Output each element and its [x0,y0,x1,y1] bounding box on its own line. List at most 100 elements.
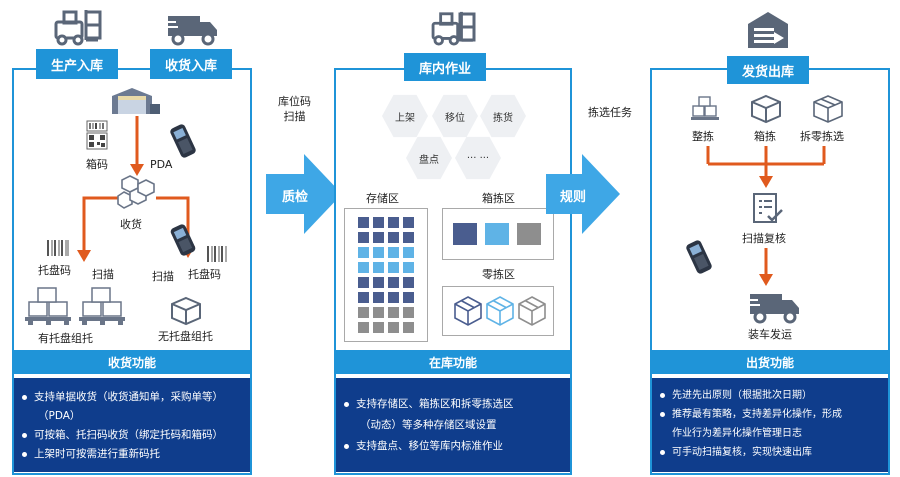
split-boxes-icon [813,95,843,123]
inbound-bullet: 上架时可按需进行重新码托 [14,445,250,464]
label-scan-review: 扫描复核 [742,232,786,245]
storage-cell [403,232,414,243]
storage-function-list: 支持存储区、箱拣区和拆零拣选区 （动态）等多种存储区域设置 支持盘点、移位等库内… [336,378,570,472]
storage-cell [373,307,384,318]
storage-cell [403,292,414,303]
label-with-pallet: 有托盘组托 [38,332,93,345]
storage-cell [358,292,369,303]
label-no-pallet: 无托盘组托 [158,330,213,343]
label-scan-right: 扫描 [152,270,174,283]
shelf-icon [458,12,476,42]
tab-production-inbound[interactable]: 生产入库 [36,49,118,79]
storage-cell [403,217,414,228]
storage-grid-cells [345,209,427,341]
label-rules: 规则 [560,190,587,205]
inbound-bullet: 支持单据收货（收货通知单，采购单等） [14,388,250,407]
label-load-ship: 装车发运 [748,328,792,341]
storage-cell [403,322,414,333]
inbound-bullet: 可按箱、托扫码收货（绑定托码和箱码） [14,426,250,445]
storage-bullet: 支持存储区、箱拣区和拆零拣选区 [336,394,570,415]
boxes-stack-icon [117,175,155,209]
storage-cell [388,322,399,333]
label-split-pick: 拆零拣选 [800,130,844,143]
loose-pick-zone [442,286,554,336]
box-icon [751,94,781,124]
warehouse-outbound-icon [748,12,788,48]
label-pick-task: 拣选任务 [588,106,632,119]
storage-function-title: 在库功能 [336,350,570,374]
pda-scanner-icon [686,240,712,274]
storage-cell [403,277,414,288]
storage-cell [373,322,384,333]
outbound-bullet: 先进先出原则（根据批次日期） [652,386,888,405]
box-pick-zone [442,208,554,260]
storage-cell [358,322,369,333]
inbound-function-list: 支持单据收货（收货通知单，采购单等） （PDA） 可按箱、托扫码收货（绑定托码和… [14,378,250,472]
label-location-scan: 库位码 扫描 [278,95,311,123]
label-box-pick-zone: 箱拣区 [482,192,515,205]
storage-zone-grid [344,208,428,342]
label-pallet-code-right: 托盘码 [188,268,221,281]
label-storage-zone: 存储区 [366,192,399,205]
storage-cell [403,247,414,258]
storage-cell [373,232,384,243]
outbound-bullet: 可手动扫描复核，实现快速出库 [652,443,888,462]
shelf-icon [84,10,102,40]
box-icon [171,296,201,326]
storage-cell [388,292,399,303]
tab-in-warehouse-operations[interactable]: 库内作业 [404,53,486,81]
storage-bullet: 支持盘点、移位等库内标准作业 [336,436,570,457]
storage-cell [388,262,399,273]
storage-cell [358,247,369,258]
pallet-boxes-icon [691,96,719,120]
storage-cell [388,232,399,243]
barcode-icon [207,246,227,262]
storage-cell [388,307,399,318]
delivery-truck-icon [744,294,799,324]
storage-cell [388,217,399,228]
forklift-icon [54,10,98,46]
tab-shipping-outbound[interactable]: 发货出库 [727,56,809,84]
storage-cell [358,232,369,243]
storage-cell [388,277,399,288]
outbound-flow-arrows [706,146,826,286]
label-pda: PDA [150,158,173,171]
rules-arrow [546,154,620,234]
storage-cell [358,307,369,318]
cube-icon [486,296,514,326]
outbound-function-list: 先进先出原则（根据批次日期） 推荐最有策略，支持差异化操作，形成 作业行为差异化… [652,378,888,472]
box-pick-slot [453,223,477,245]
storage-cell [373,277,384,288]
storage-cell [358,217,369,228]
label-loose-pick-zone: 零拣区 [482,268,515,281]
checklist-icon [753,193,783,223]
inbound-bullet-continued: （PDA） [38,410,81,422]
storage-cell [403,262,414,273]
barcode-icon [47,240,69,256]
cube-icon [518,296,546,326]
pda-scanner-icon [170,124,196,158]
storage-cell [373,247,384,258]
storage-cell [403,307,414,318]
delivery-truck-icon [162,16,217,46]
label-quality-check: 质检 [282,190,309,205]
tab-receiving-inbound[interactable]: 收货入库 [150,49,232,79]
storage-cell [373,217,384,228]
pda-scanner-icon [170,224,196,256]
pallet-boxes-icon [79,287,125,325]
label-pallet-code-left: 托盘码 [38,264,71,277]
storage-cell [388,247,399,258]
label-scan-left: 扫描 [92,268,114,281]
box-pick-slot [517,223,541,245]
cube-icon [454,296,482,326]
qr-code-icon [86,120,108,150]
label-box-code: 箱码 [86,158,108,171]
box-pick-slot [485,223,509,245]
label-whole-pick: 整拣 [692,130,714,143]
inbound-function-title: 收货功能 [14,350,250,374]
storage-cell [358,262,369,273]
storage-cell [373,262,384,273]
outbound-bullet-continued: 作业行为差异化操作管理日志 [672,428,802,439]
storage-bullet-continued: （动态）等多种存储区域设置 [360,419,497,431]
storage-cell [358,277,369,288]
